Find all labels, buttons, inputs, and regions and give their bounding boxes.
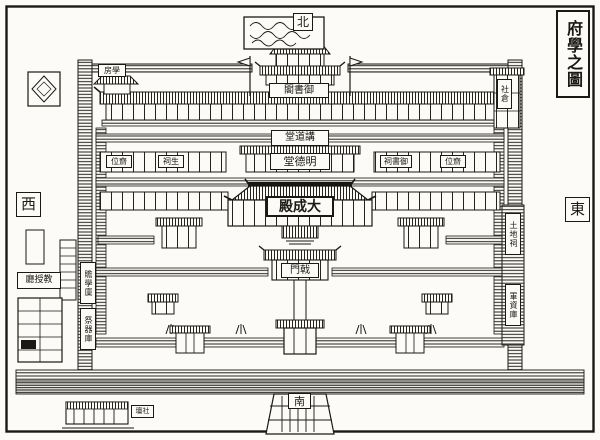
storehouse-right-top-plaque: 社倉 (497, 79, 512, 109)
map-title: 府學之圖 (556, 10, 590, 98)
treasury-right-plaque: 軍資庫 (505, 284, 521, 326)
studies-left-plaque: 齋位 (106, 155, 132, 168)
compass-north: 北 (293, 13, 313, 31)
professor-hall-plaque: 教授廳 (17, 272, 61, 289)
studies-right-plaque: 齋位 (440, 155, 466, 168)
halberd-gate-plaque: 戟門 (281, 263, 319, 278)
imperial-library-plaque: 御書閣 (269, 83, 329, 98)
mingde-hall-plaque: 明德堂 (270, 153, 330, 170)
compass-west: 西 (16, 192, 41, 217)
shrine-right-plaque: 御書祠 (380, 155, 412, 168)
dacheng-hall-plaque: 大成殿 (266, 196, 334, 217)
altar-plaque: 社壇 (131, 405, 154, 418)
compass-south: 南 (288, 393, 311, 409)
earth-shrine-right-plaque: 土地祠 (505, 213, 521, 255)
pagoda-plaque: 學房 (98, 64, 126, 77)
compass-east: 東 (565, 197, 590, 222)
vessels-left-plaque: 祭器庫 (80, 308, 96, 350)
shrine-left-plaque: 生祠 (158, 155, 184, 168)
granary-left-plaque: 贍學廩 (80, 262, 96, 304)
lecture-hall-plaque: 講道堂 (271, 130, 329, 146)
